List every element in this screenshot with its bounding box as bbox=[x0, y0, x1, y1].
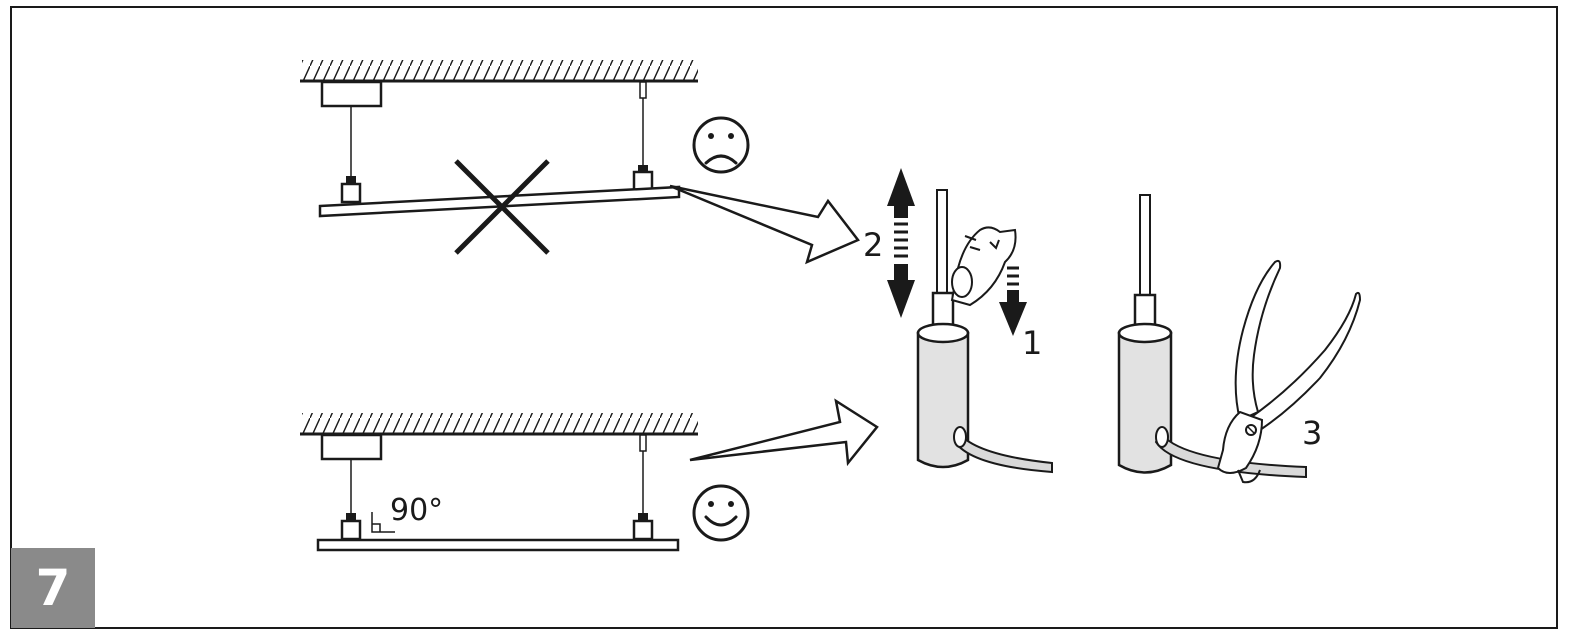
level-luminaire bbox=[316, 538, 680, 552]
fingernail bbox=[951, 266, 973, 298]
happy-face-icon bbox=[692, 484, 750, 542]
ceiling-canopy-bottom bbox=[320, 433, 383, 461]
arrow-right-icon bbox=[669, 184, 860, 265]
right-angle-icon bbox=[371, 512, 395, 533]
sad-face-icon bbox=[692, 116, 750, 174]
step-3-label: 3 bbox=[1302, 414, 1322, 452]
gripper-adjust-detail: 1 2 bbox=[863, 168, 1053, 474]
steel-wire bbox=[936, 189, 948, 296]
ceiling-hatch-bottom bbox=[302, 413, 698, 433]
wire-gripper-left-top bbox=[346, 176, 356, 184]
pliers-icon bbox=[1216, 259, 1362, 484]
wrong-installation bbox=[300, 60, 860, 265]
gripper-cylinder bbox=[1117, 331, 1173, 474]
power-cable bbox=[1154, 429, 1307, 479]
ceiling-hatch-top bbox=[302, 60, 698, 80]
cable-hole bbox=[1155, 426, 1169, 448]
wire-gripper-left-bottom-body bbox=[340, 519, 362, 541]
cross-mark-icon bbox=[454, 159, 550, 255]
wire-gripper-left-bottom bbox=[346, 513, 356, 521]
step-number-badge: 7 bbox=[11, 548, 95, 628]
cut-cable-detail: 3 bbox=[1117, 194, 1362, 484]
wire-gripper-right-bottom bbox=[638, 513, 648, 521]
angle-label: 90° bbox=[390, 493, 443, 528]
ceiling-anchor-top bbox=[639, 81, 647, 99]
adjust-height-arrow-icon bbox=[887, 168, 915, 318]
wire-gripper-right-top-body bbox=[632, 170, 654, 192]
press-indicator-icon bbox=[964, 235, 1000, 251]
step-1-label: 1 bbox=[1022, 324, 1042, 362]
push-down-arrow-icon bbox=[999, 266, 1027, 336]
ceiling-canopy-top bbox=[320, 80, 383, 108]
gripper-cylinder-top bbox=[916, 322, 970, 344]
ceiling-anchor-bottom bbox=[639, 434, 647, 452]
correct-installation: 90° bbox=[300, 398, 879, 552]
step-2-label: 2 bbox=[863, 226, 883, 264]
diagram-border bbox=[10, 6, 1558, 629]
wire-gripper-right-top bbox=[638, 165, 648, 173]
cable-hole bbox=[953, 426, 967, 448]
arrow-right-icon bbox=[689, 398, 879, 467]
wire-gripper-left-top-body bbox=[340, 182, 362, 204]
wire-gripper-right-bottom-body bbox=[632, 519, 654, 541]
steel-wire bbox=[1139, 194, 1151, 298]
gripper-cylinder-top bbox=[1117, 322, 1173, 344]
power-cable bbox=[953, 429, 1053, 474]
